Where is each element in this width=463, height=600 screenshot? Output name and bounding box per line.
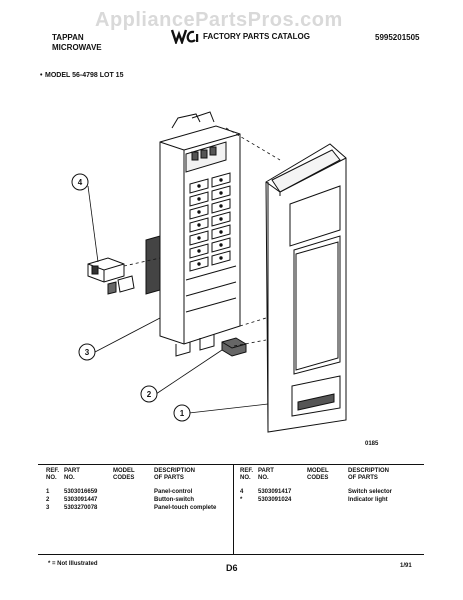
switch-selector xyxy=(87,257,135,295)
desc-cell: Switch selector xyxy=(348,489,393,495)
ref-cell: 2 xyxy=(46,497,50,503)
desc-cell: Indicator light xyxy=(348,497,388,503)
ref-cell: * xyxy=(240,497,243,503)
table-row: 4 5303091417 Switch selector xyxy=(240,488,423,496)
brand-line-1: TAPPAN xyxy=(52,33,84,42)
catalog-header: FACTORY PARTS CATALOG xyxy=(170,28,310,44)
hdr-ref-no: NO. xyxy=(240,475,251,481)
keypad-key-mark xyxy=(219,217,223,221)
part-cell: 5303270078 xyxy=(64,505,98,511)
touch-panel-assembly xyxy=(145,111,241,357)
keypad-key-mark xyxy=(219,256,223,260)
hdr-codes: CODES xyxy=(307,475,329,481)
hdr-description: DESCRIPTION xyxy=(154,468,196,474)
hdr-of-parts: OF PARTS xyxy=(348,475,378,481)
keypad-key-mark xyxy=(219,243,223,247)
catalog-number: 5995201505 xyxy=(375,33,420,42)
hdr-codes: CODES xyxy=(113,475,135,481)
keypad-key-mark xyxy=(197,223,201,227)
callout-3: 3 xyxy=(85,348,90,357)
table-row: 2 5303091447 Button-switch xyxy=(46,496,229,504)
desc-cell: Button-switch xyxy=(154,497,194,503)
hdr-of-parts: OF PARTS xyxy=(154,475,184,481)
keypad-key-mark xyxy=(197,210,201,214)
model-cell xyxy=(113,488,154,496)
part-cell: 5303091417 xyxy=(258,489,292,495)
watermark: AppliancePartsPros.com xyxy=(95,9,343,31)
table-divider xyxy=(233,464,234,554)
keypad-key-mark xyxy=(219,178,223,182)
lead-marker: • xyxy=(40,72,43,79)
callout-2: 2 xyxy=(147,390,152,399)
keypad-key-mark xyxy=(219,204,223,208)
keypad-key-mark xyxy=(197,236,201,240)
hdr-part: PART xyxy=(64,468,80,474)
revision-date: 1/91 xyxy=(400,563,412,569)
footnote: * = Not Illustrated xyxy=(48,561,98,567)
model-cell xyxy=(307,488,348,496)
hdr-part-no: NO. xyxy=(64,475,75,481)
hdr-ref: REF. xyxy=(46,468,60,474)
brand-header: TAPPAN MICROWAVE xyxy=(52,33,102,53)
model-cell xyxy=(113,496,154,504)
ref-cell: 4 xyxy=(240,489,244,495)
hdr-description: DESCRIPTION xyxy=(348,468,390,474)
keypad-key-mark xyxy=(219,191,223,195)
callout-4: 4 xyxy=(78,178,83,187)
keypad-key-mark xyxy=(219,230,223,234)
part-cell: 5303091447 xyxy=(64,497,98,503)
table-row: * 5303091024 Indicator light xyxy=(240,496,423,504)
table-row: 1 5303016659 Panel-control xyxy=(46,488,229,496)
button-switch xyxy=(221,337,247,357)
catalog-title: FACTORY PARTS CATALOG xyxy=(203,31,310,41)
callout-1: 1 xyxy=(180,409,185,418)
model-line: MODEL 56-4798 LOT 15 xyxy=(45,72,124,79)
table-top-rule xyxy=(38,464,424,465)
table-row: 3 5303270078 Panel-touch complete xyxy=(46,504,229,512)
wci-logo-icon xyxy=(170,29,199,44)
figure-id: 0185 xyxy=(365,441,379,447)
hdr-ref: REF. xyxy=(240,468,254,474)
hdr-ref-no: NO. xyxy=(46,475,57,481)
ref-cell: 1 xyxy=(46,489,50,495)
hdr-model: MODEL xyxy=(113,468,135,474)
exploded-diagram: 4 3 2 1 xyxy=(71,111,347,433)
keypad-key-mark xyxy=(197,262,201,266)
part-cell: 5303091024 xyxy=(258,497,292,503)
page-number: D6 xyxy=(226,563,238,573)
hdr-part-no: NO. xyxy=(258,475,269,481)
keypad-key-mark xyxy=(197,197,201,201)
hdr-model: MODEL xyxy=(307,468,329,474)
table-bottom-rule xyxy=(38,554,424,555)
desc-cell: Panel-touch complete xyxy=(154,505,217,511)
model-cell xyxy=(307,496,348,504)
control-panel xyxy=(265,143,347,433)
keypad-key-mark xyxy=(197,184,201,188)
part-cell: 5303016659 xyxy=(64,489,98,495)
hdr-part: PART xyxy=(258,468,274,474)
desc-cell: Panel-control xyxy=(154,489,193,495)
keypad-key-mark xyxy=(197,249,201,253)
brand-line-2: MICROWAVE xyxy=(52,43,102,52)
model-cell xyxy=(113,504,154,512)
ref-cell: 3 xyxy=(46,505,50,511)
